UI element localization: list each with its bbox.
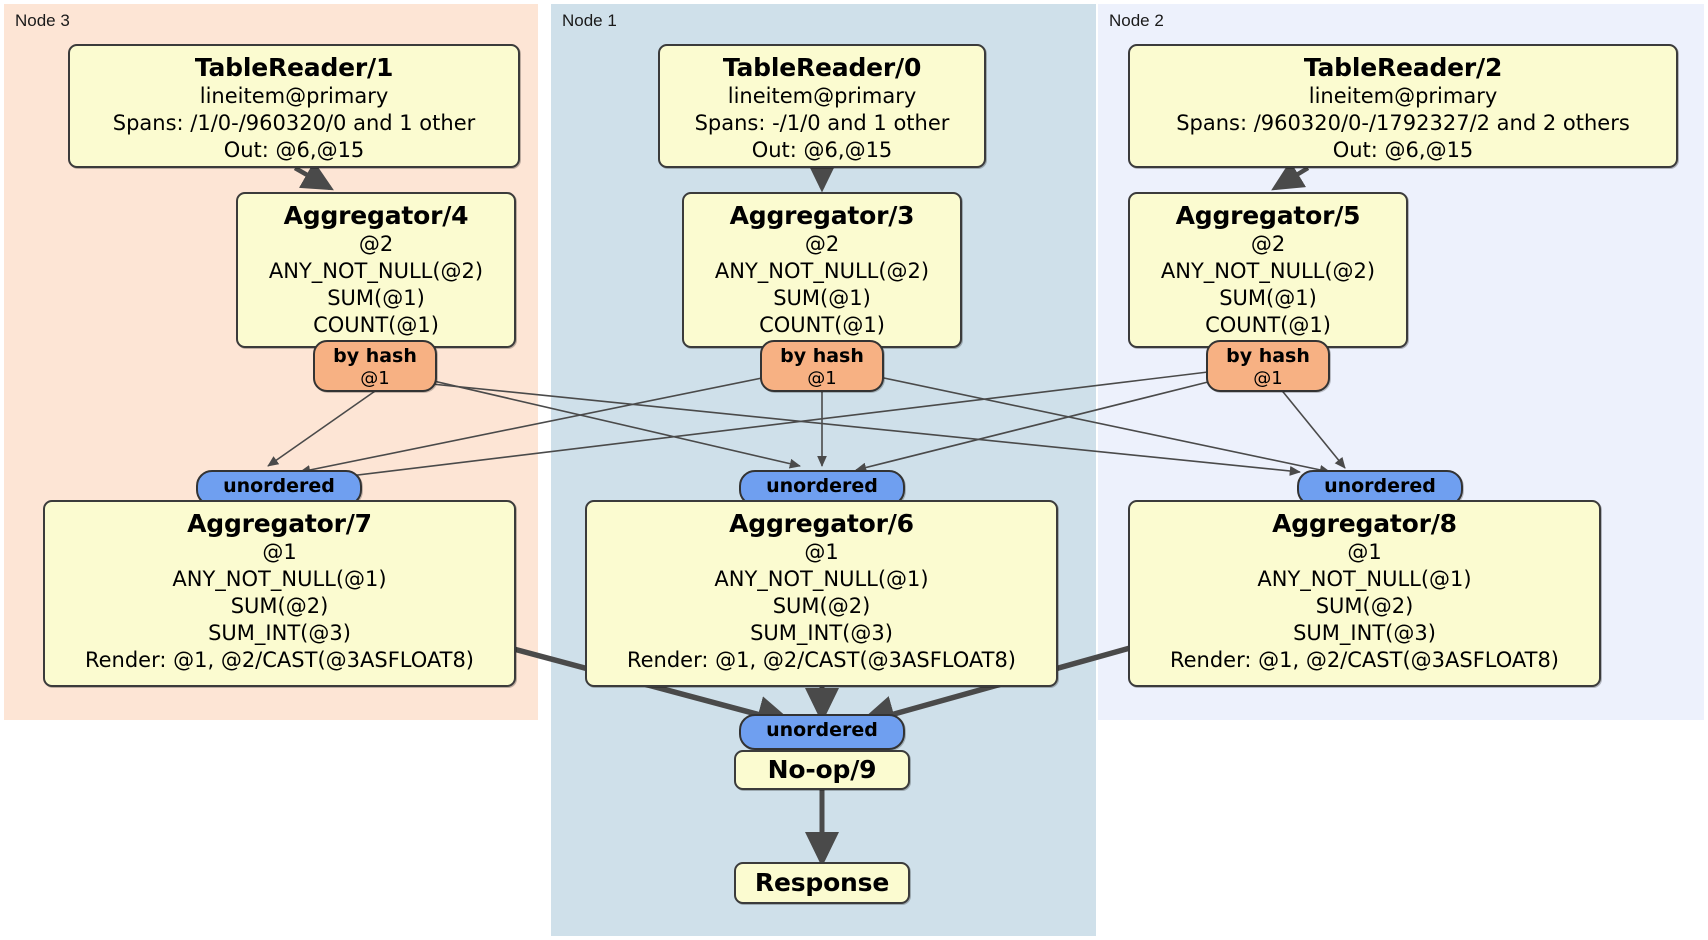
processor-title: Aggregator/7	[187, 509, 372, 538]
hash-router-type: by hash	[780, 345, 864, 367]
processor-line: @1	[804, 540, 839, 564]
processor-line: Render: @1, @2/CAST(@3ASFLOAT8)	[1169, 648, 1560, 672]
processor-line: ANY_NOT_NULL(@2)	[714, 259, 930, 283]
processor-line: Spans: /960320/0-/1792327/2 and 2 others	[1176, 111, 1630, 135]
processor-table-reader-2[interactable]: TableReader/2 lineitem@primary Spans: /9…	[1128, 44, 1678, 168]
hash-router-column: @1	[807, 368, 837, 389]
synchronizer-label: unordered	[766, 719, 878, 741]
processor-title: Aggregator/5	[1175, 201, 1361, 230]
processor-line: Spans: -/1/0 and 1 other	[694, 111, 950, 135]
processor-title: Aggregator/4	[283, 201, 469, 230]
processor-line: SUM(@2)	[230, 594, 329, 618]
processor-line: @1	[262, 540, 297, 564]
processor-line: @2	[358, 232, 394, 256]
synchronizer-label: unordered	[223, 475, 335, 497]
synchronizer-label: unordered	[1324, 475, 1436, 497]
processor-line: SUM(@1)	[773, 286, 871, 310]
node-label-node3: Node 3	[15, 11, 70, 30]
synchronizer-label: unordered	[766, 475, 878, 497]
hash-router-right[interactable]: by hash @1	[1206, 340, 1330, 392]
processor-table-reader-0[interactable]: TableReader/0 lineitem@primary Spans: -/…	[658, 44, 986, 168]
processor-title: Aggregator/6	[729, 509, 914, 538]
processor-line: Out: @6,@15	[1332, 138, 1474, 162]
processor-aggregator-7[interactable]: Aggregator/7 @1 ANY_NOT_NULL(@1) SUM(@2)…	[43, 500, 516, 687]
processor-line: lineitem@primary	[727, 84, 917, 108]
hash-router-type: by hash	[1226, 345, 1310, 367]
processor-title: TableReader/0	[722, 53, 922, 82]
hash-router-type: by hash	[333, 345, 417, 367]
processor-line: SUM(@2)	[772, 594, 871, 618]
processor-aggregator-8[interactable]: Aggregator/8 @1 ANY_NOT_NULL(@1) SUM(@2)…	[1128, 500, 1601, 687]
processor-line: Render: @1, @2/CAST(@3ASFLOAT8)	[626, 648, 1017, 672]
processor-line: lineitem@primary	[1308, 84, 1498, 108]
processor-table-reader-1[interactable]: TableReader/1 lineitem@primary Spans: /1…	[68, 44, 520, 168]
processor-title: TableReader/2	[1303, 53, 1503, 82]
processor-line: ANY_NOT_NULL(@1)	[1257, 567, 1472, 591]
processor-line: lineitem@primary	[199, 84, 389, 108]
processor-line: SUM_INT(@3)	[208, 621, 351, 645]
node-label-node2: Node 2	[1109, 11, 1164, 30]
processor-line: COUNT(@1)	[313, 313, 439, 337]
processor-aggregator-5[interactable]: Aggregator/5 @2 ANY_NOT_NULL(@2) SUM(@1)…	[1128, 192, 1408, 348]
node-label-node1: Node 1	[562, 11, 617, 30]
processor-line: Out: @6,@15	[223, 138, 365, 162]
hash-router-left[interactable]: by hash @1	[313, 340, 437, 392]
processor-line: SUM_INT(@3)	[1293, 621, 1436, 645]
processor-aggregator-3[interactable]: Aggregator/3 @2 ANY_NOT_NULL(@2) SUM(@1)…	[682, 192, 962, 348]
synchronizer-final[interactable]: unordered	[739, 714, 905, 750]
processor-line: COUNT(@1)	[759, 313, 885, 337]
processor-line: SUM(@1)	[1219, 286, 1317, 310]
processor-line: Spans: /1/0-/960320/0 and 1 other	[112, 111, 476, 135]
processor-line: @1	[1347, 540, 1382, 564]
processor-line: @2	[1250, 232, 1286, 256]
hash-router-center[interactable]: by hash @1	[760, 340, 884, 392]
processor-response[interactable]: Response	[734, 862, 910, 904]
processor-line: SUM_INT(@3)	[750, 621, 893, 645]
processor-line: Out: @6,@15	[751, 138, 893, 162]
processor-title: TableReader/1	[194, 53, 394, 82]
processor-line: COUNT(@1)	[1205, 313, 1331, 337]
processor-line: ANY_NOT_NULL(@2)	[1160, 259, 1376, 283]
processor-aggregator-6[interactable]: Aggregator/6 @1 ANY_NOT_NULL(@1) SUM(@2)…	[585, 500, 1058, 687]
processor-title: Response	[754, 868, 890, 897]
processor-line: SUM(@2)	[1315, 594, 1414, 618]
hash-router-column: @1	[1253, 368, 1283, 389]
processor-title: Aggregator/3	[729, 201, 915, 230]
processor-noop-9[interactable]: No-op/9	[734, 750, 910, 790]
processor-line: ANY_NOT_NULL(@1)	[714, 567, 929, 591]
processor-title: No-op/9	[767, 755, 877, 784]
processor-line: @2	[804, 232, 840, 256]
processor-line: ANY_NOT_NULL(@1)	[172, 567, 387, 591]
processor-line: Render: @1, @2/CAST(@3ASFLOAT8)	[84, 648, 475, 672]
processor-line: ANY_NOT_NULL(@2)	[268, 259, 484, 283]
processor-aggregator-4[interactable]: Aggregator/4 @2 ANY_NOT_NULL(@2) SUM(@1)…	[236, 192, 516, 348]
processor-line: SUM(@1)	[327, 286, 425, 310]
hash-router-column: @1	[360, 368, 390, 389]
processor-title: Aggregator/8	[1272, 509, 1457, 538]
